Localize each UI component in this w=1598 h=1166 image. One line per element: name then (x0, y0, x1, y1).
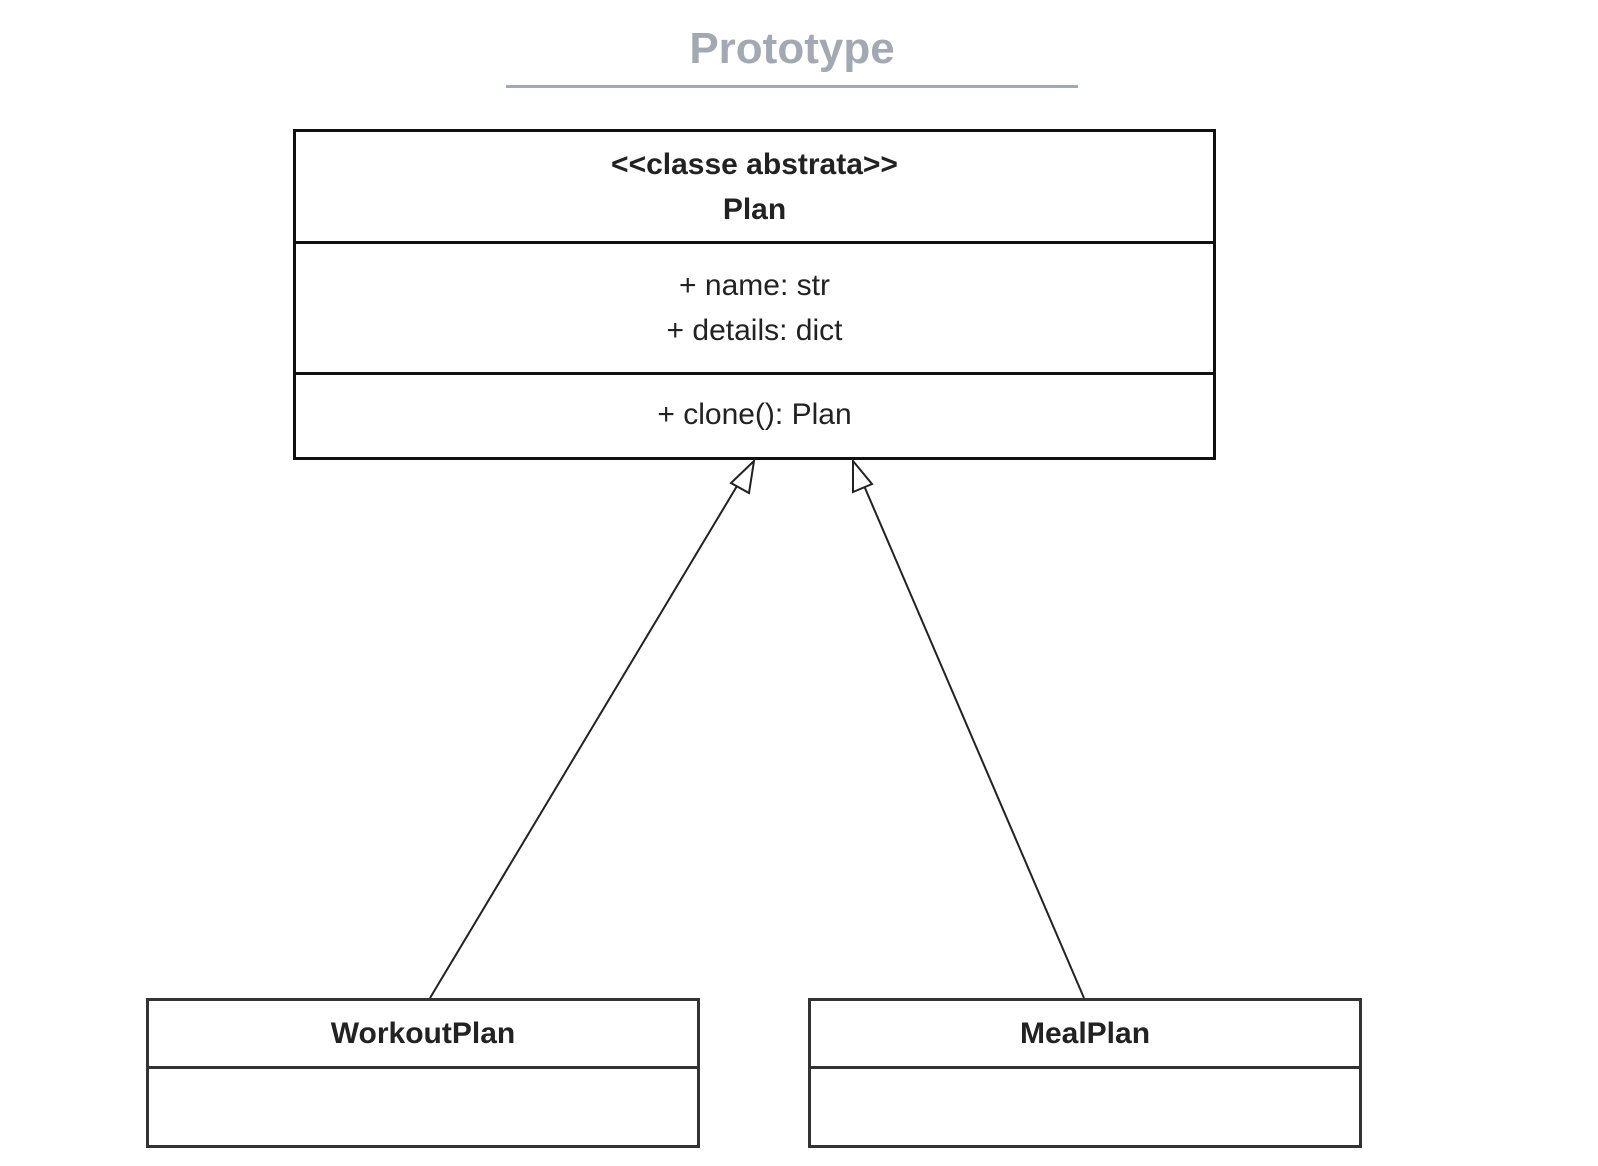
plan-stereotype: <<classe abstrata>> (611, 147, 898, 181)
plan-method-clone: + clone(): Plan (657, 398, 852, 431)
plan-attribute-details: + details: dict (666, 314, 843, 347)
plan-attributes: + name: str + details: dict (296, 244, 1213, 375)
mealplan-class-body (811, 1069, 1359, 1149)
workoutplan-class-body (149, 1069, 697, 1149)
plan-attribute-name: + name: str (679, 269, 830, 302)
plan-methods: + clone(): Plan (296, 375, 1213, 454)
generalization-arrowhead-icon (729, 458, 756, 495)
mealplan-inheritance-arrow (852, 458, 1085, 999)
workoutplan-class-header: WorkoutPlan (149, 1001, 697, 1069)
mealplan-class-header: MealPlan (811, 1001, 1359, 1069)
mealplan-class-name: MealPlan (1019, 1016, 1151, 1050)
generalization-arrowhead-icon (852, 458, 874, 494)
plan-class-box[interactable]: <<classe abstrata>> Plan + name: str + d… (293, 129, 1216, 460)
workoutplan-class-box[interactable]: WorkoutPlan (146, 998, 700, 1148)
workoutplan-class-name: WorkoutPlan (330, 1016, 516, 1050)
diagram-title: Prototype (689, 24, 895, 73)
plan-class-name: Plan (722, 192, 787, 226)
workoutplan-inheritance-arrow (429, 458, 756, 999)
plan-class-header: <<classe abstrata>> Plan (296, 132, 1213, 244)
title-underline (506, 85, 1078, 88)
mealplan-class-box[interactable]: MealPlan (808, 998, 1362, 1148)
